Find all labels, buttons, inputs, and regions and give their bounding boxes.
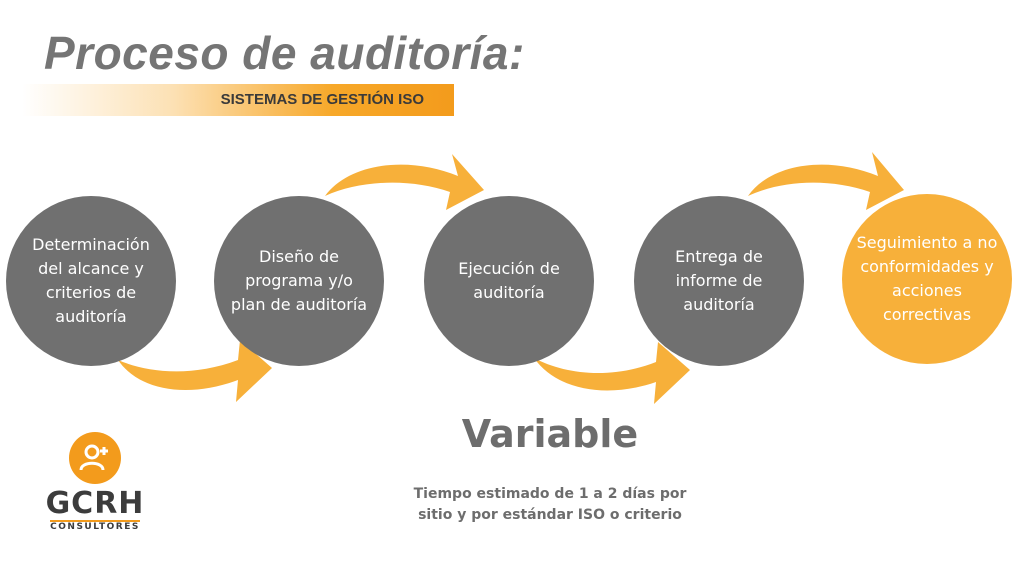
company-logo: GCRH CONSULTORES [40, 430, 150, 540]
page-title: Proceso de auditoría: [44, 27, 525, 79]
step-5-circle: Seguimiento a no conformidades y accione… [842, 194, 1012, 364]
step-4-label: Entrega de informe de auditoría [675, 247, 763, 314]
duration-headline: Variable [461, 412, 639, 456]
page-subtitle: SISTEMAS DE GESTIÓN ISO [220, 91, 424, 108]
step-2-label: Diseño de programa y/o plan de auditoría [230, 247, 368, 314]
step-5-label: Seguimiento a no conformidades y accione… [856, 233, 998, 324]
logo-name: GCRH [45, 486, 145, 521]
step-3-circle: Ejecución de auditoría [424, 196, 594, 366]
add-user-icon [69, 432, 121, 484]
step-1-label: Determinación del alcance y criterios de… [32, 235, 150, 326]
duration-note: Tiempo estimado de 1 a 2 días por sitio … [413, 486, 687, 523]
flow-arrow-3 [534, 342, 690, 404]
step-2-circle: Diseño de programa y/o plan de auditoría [214, 196, 384, 366]
flow-arrow-4 [748, 152, 904, 210]
step-4-circle: Entrega de informe de auditoría [634, 196, 804, 366]
flow-arrow-2 [325, 154, 484, 210]
logo-tagline: CONSULTORES [50, 522, 140, 532]
flow-arrow-1 [118, 340, 272, 402]
subtitle-band: SISTEMAS DE GESTIÓN ISO [22, 84, 454, 116]
step-3-label: Ejecución de auditoría [458, 259, 560, 302]
step-1-circle: Determinación del alcance y criterios de… [6, 196, 176, 366]
logo-divider [50, 520, 140, 522]
